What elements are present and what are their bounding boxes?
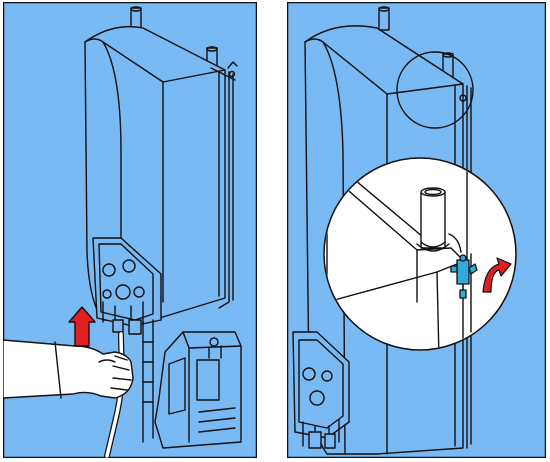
rotate-arrow-icon	[482, 257, 512, 293]
connection-block	[292, 331, 350, 449]
panel-right	[287, 2, 546, 458]
air-vent-valve	[450, 254, 478, 299]
boiler-top-pipe	[378, 6, 390, 31]
hand	[3, 339, 134, 399]
panel-left	[3, 2, 257, 458]
vent-pipe	[416, 187, 450, 252]
zoom-circle	[323, 157, 517, 351]
lift-arrow-icon	[68, 306, 96, 347]
connection-block	[92, 237, 162, 335]
panel-left-drawing	[3, 2, 257, 458]
panel-right-drawing	[287, 2, 546, 458]
flush-pump-unit	[154, 331, 242, 449]
mounting-frame	[142, 319, 154, 443]
zoom-source-circle	[396, 51, 474, 129]
